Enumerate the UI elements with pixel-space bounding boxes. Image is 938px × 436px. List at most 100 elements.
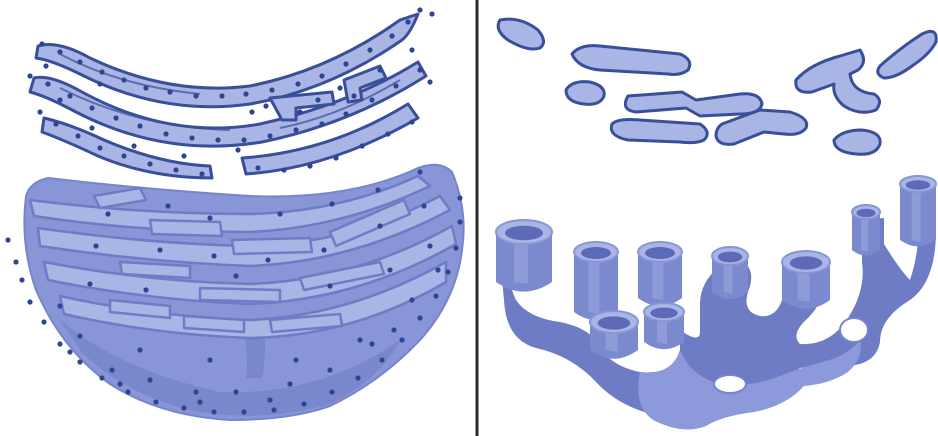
ribosome: [329, 389, 334, 394]
ribosome: [197, 399, 202, 404]
ribosome: [99, 375, 104, 380]
ribosome: [153, 399, 158, 404]
rough-er-section-view: [27, 7, 434, 178]
ribosome: [293, 357, 298, 362]
tubule-opening: [782, 251, 830, 309]
tubule-section-7: [796, 50, 880, 112]
ribosome: [337, 85, 342, 90]
cisterna-sheet: [150, 220, 222, 236]
ribosome: [263, 103, 268, 108]
ribosome: [147, 161, 152, 166]
ribosome: [143, 85, 148, 90]
ribosome: [241, 137, 246, 142]
ribosome: [43, 63, 48, 68]
ribosome: [57, 303, 62, 308]
ribosome: [167, 89, 172, 94]
ribosome: [57, 49, 62, 54]
ribosome: [193, 93, 198, 98]
ribosome: [367, 47, 372, 52]
cisterna-sheet: [120, 262, 190, 278]
ribosome: [131, 143, 136, 148]
ribosome: [333, 155, 338, 160]
ribosome: [75, 133, 80, 138]
ribosome: [409, 119, 414, 124]
ribosome: [137, 347, 142, 352]
ribosome: [359, 143, 364, 148]
ribosome: [269, 87, 274, 92]
tubule-opening: [900, 176, 936, 246]
ribosome: [307, 163, 312, 168]
ribosome: [37, 109, 42, 114]
ribosome: [301, 401, 306, 406]
ribosome: [417, 67, 422, 72]
ribosome: [399, 337, 404, 342]
ribosome: [429, 11, 434, 16]
ribosome: [117, 381, 122, 386]
ribosome: [89, 125, 94, 130]
ribosome: [105, 211, 110, 216]
cisterna-sheet: [232, 238, 312, 254]
ribosome: [409, 297, 414, 302]
ribosome: [385, 131, 390, 136]
tubule-opening: [574, 242, 618, 320]
ribosome: [27, 299, 32, 304]
ribosome: [173, 167, 178, 172]
ribosome: [265, 257, 270, 262]
ribosome: [391, 327, 396, 332]
tubule-section-5: [611, 120, 707, 143]
ribosome: [315, 97, 320, 102]
tubule-section-9: [878, 31, 936, 78]
ribosome: [57, 97, 62, 102]
ribosome: [417, 169, 422, 174]
ribosome: [93, 243, 98, 248]
smooth-er-panel: [496, 19, 936, 429]
ribosome: [387, 267, 392, 272]
ribosome: [181, 153, 186, 158]
ribosome: [193, 389, 198, 394]
ribosome: [235, 147, 240, 152]
ribosome: [453, 245, 458, 250]
ribosome: [329, 201, 334, 206]
ribosome: [277, 211, 282, 216]
tubule-section-1: [498, 19, 543, 49]
ribosome: [351, 93, 356, 98]
ribosome: [287, 381, 292, 386]
ribosome: [343, 111, 348, 116]
ribosome: [421, 203, 426, 208]
smooth-er-section-view: [498, 19, 936, 154]
ribosome: [97, 145, 102, 150]
rough-er-panel: [5, 7, 463, 420]
tubule-section-4: [625, 92, 762, 116]
ribosome: [369, 341, 374, 346]
ribosome: [87, 281, 92, 286]
ribosome: [199, 171, 204, 176]
ribosome: [427, 243, 432, 248]
ribosome: [409, 47, 414, 52]
ribosome: [377, 67, 382, 72]
ribosome: [189, 135, 194, 140]
ribosome: [27, 73, 32, 78]
tubule-opening: [496, 220, 552, 292]
ribosome: [233, 273, 238, 278]
tubule-section-2: [572, 46, 690, 75]
ribosome: [255, 165, 260, 170]
ribosome: [327, 367, 332, 372]
ribosome: [113, 115, 118, 120]
network-hole-2: [840, 318, 868, 342]
ribosome: [137, 123, 142, 128]
ribosome: [181, 405, 186, 410]
ribosome: [89, 105, 94, 110]
ribosome: [241, 409, 246, 414]
ribosome: [165, 203, 170, 208]
ribosome: [147, 377, 152, 382]
ribosome: [77, 59, 82, 64]
ribosome: [41, 319, 46, 324]
tubule-opening: [712, 247, 748, 299]
network-hole-1: [714, 375, 746, 393]
ribosome: [427, 79, 432, 84]
ribosome: [249, 109, 254, 114]
ribosome: [389, 33, 394, 38]
ribosome: [99, 69, 104, 74]
